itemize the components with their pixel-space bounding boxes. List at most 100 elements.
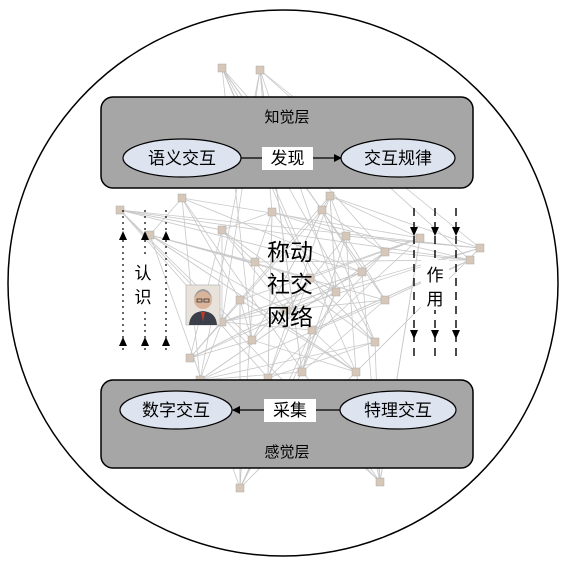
network-node <box>235 295 245 305</box>
network-node <box>325 191 335 201</box>
network-node <box>281 305 291 315</box>
discover-label-bg <box>262 147 313 170</box>
network-node <box>351 367 361 377</box>
network-edge <box>301 299 386 373</box>
network-edge <box>329 195 337 293</box>
network-edge <box>271 211 337 293</box>
network-node <box>341 231 351 241</box>
network-node <box>305 273 315 283</box>
network-node <box>177 193 187 203</box>
network-edge <box>149 234 287 311</box>
network-node <box>267 207 277 217</box>
semantic-interaction-label: 语义交互 <box>148 149 216 169</box>
network-node <box>331 287 341 297</box>
network-node <box>297 367 307 377</box>
network-edge <box>189 299 241 359</box>
avatar-photo <box>185 284 221 326</box>
action-label-1: 作 <box>427 266 444 286</box>
network-edge <box>329 195 421 239</box>
network-edge <box>149 234 357 373</box>
recognition-label-1: 认 <box>135 264 152 284</box>
network-node <box>375 477 385 487</box>
network-node <box>380 295 390 305</box>
network-edge <box>329 195 347 237</box>
network-node <box>415 233 425 243</box>
network-edge <box>181 197 363 273</box>
network-edge <box>285 247 481 311</box>
network-edge <box>189 209 323 359</box>
network-edge <box>285 235 347 311</box>
network-node <box>370 337 380 347</box>
network-node <box>217 225 227 235</box>
network-edge <box>254 261 313 331</box>
network-edge <box>311 251 386 331</box>
network-edge <box>221 211 273 231</box>
network-node <box>255 65 265 75</box>
network-node <box>380 247 390 257</box>
network-edge <box>267 237 421 379</box>
network-edge <box>321 209 386 253</box>
center-label-line-2: 社交 <box>267 272 313 298</box>
digital-interaction-label: 数字交互 <box>142 401 210 421</box>
recognition-arrowheads-top <box>119 231 170 240</box>
action-arrowheads-bottom <box>410 330 460 339</box>
action-group: 作 用 <box>410 208 460 360</box>
network-node <box>465 255 475 265</box>
center-network-label: 称动 社交 网络 <box>267 240 313 331</box>
network-node <box>185 353 195 363</box>
network-edge <box>221 229 287 311</box>
recognition-group: 认 识 <box>119 206 170 350</box>
network-edge <box>301 329 313 373</box>
network-edge <box>119 209 363 273</box>
perception-layer-box: 知觉层 语义交互 交互规律 发现 <box>100 96 474 189</box>
network-edge <box>199 341 376 381</box>
network-edge <box>221 321 313 331</box>
network-edge <box>301 235 347 373</box>
network-node <box>217 63 227 73</box>
network-edge <box>199 321 223 381</box>
interaction-pattern-label: 交互规律 <box>364 149 432 169</box>
network-edge <box>267 341 376 379</box>
center-label-line-1: 称动 <box>267 240 313 266</box>
network-edge <box>267 195 331 379</box>
network-edge <box>119 209 223 231</box>
network-edge <box>221 229 376 343</box>
perception-layer-title: 知觉层 <box>264 108 309 126</box>
network-edge <box>199 299 386 381</box>
collect-label-bg <box>264 399 316 422</box>
discover-label: 发现 <box>271 149 305 169</box>
network-node <box>235 483 245 493</box>
recognition-arrowheads-bottom <box>119 337 170 346</box>
network-node <box>317 205 327 215</box>
action-label-2: 用 <box>427 290 444 310</box>
network-edge <box>251 339 357 373</box>
network-node <box>247 335 257 345</box>
network-edge <box>181 197 421 239</box>
network-edge <box>254 211 273 263</box>
network-edge <box>119 209 253 341</box>
network-edge <box>119 209 471 261</box>
network-node <box>357 267 367 277</box>
network-edge <box>189 271 363 359</box>
network-edge <box>309 277 376 343</box>
recognition-label-bg <box>131 258 155 310</box>
sensation-layer-box: 感觉层 数字交互 特理交互 采集 <box>100 379 474 469</box>
network-edge <box>329 195 481 249</box>
network-node <box>250 257 260 267</box>
network-edge <box>271 211 471 261</box>
network-edge <box>189 339 253 359</box>
network-edge <box>239 195 331 301</box>
network-edge <box>221 309 287 323</box>
network-node <box>115 205 125 215</box>
recognition-label-2: 识 <box>135 288 152 308</box>
network-edge <box>251 277 311 341</box>
network-node <box>475 243 485 253</box>
network-edge <box>221 229 256 263</box>
network-edge <box>199 371 303 381</box>
collect-label: 采集 <box>273 401 307 421</box>
action-arrowheads-top <box>410 227 460 236</box>
network-edge <box>384 251 471 261</box>
network-edge <box>199 251 386 381</box>
network-node <box>307 325 317 335</box>
center-label-line-3: 网络 <box>267 305 313 331</box>
